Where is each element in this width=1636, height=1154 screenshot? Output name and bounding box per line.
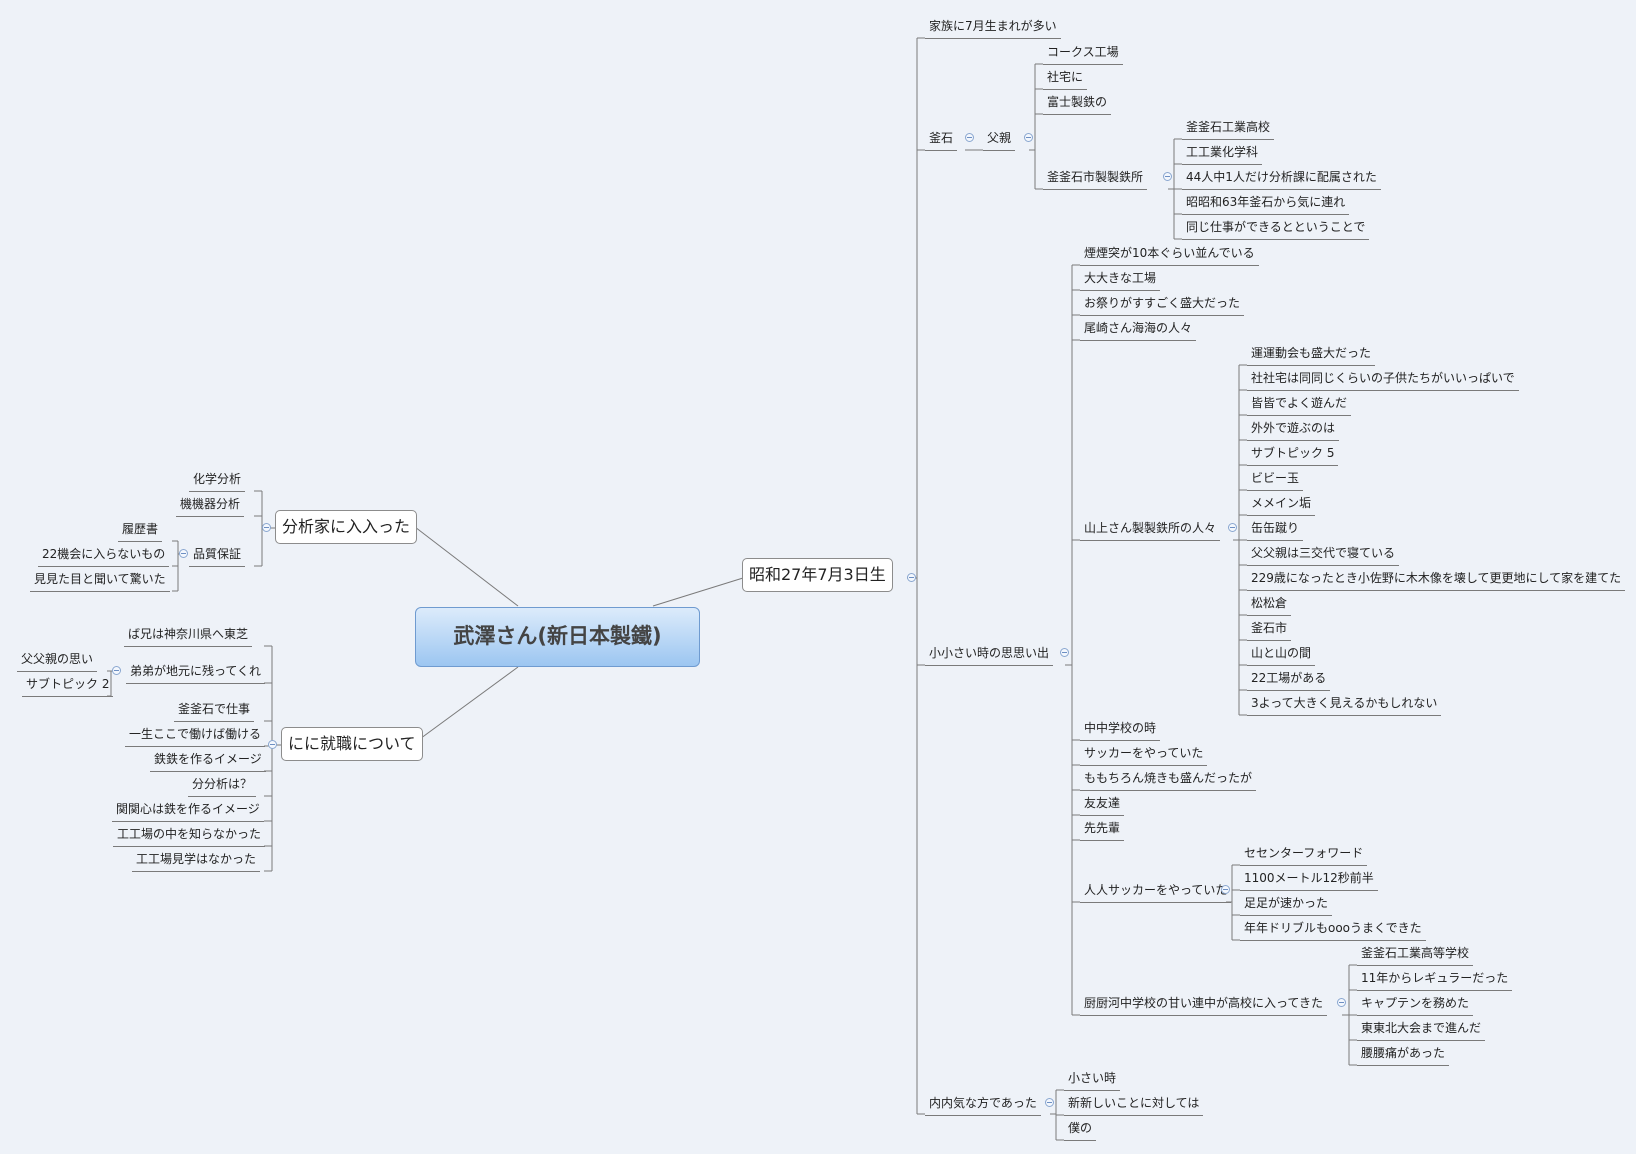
- topic-coke-plant[interactable]: コークス工場: [1043, 42, 1123, 65]
- topic-kuriya-4[interactable]: 腰腰痛があった: [1357, 1043, 1450, 1066]
- collapse-toggle-qa[interactable]: [179, 549, 188, 558]
- branch-joined-analysis[interactable]: 分析家に入入った: [275, 510, 418, 544]
- topic-employment-2[interactable]: 鉄鉄を作るイメージ: [150, 749, 266, 772]
- topic-company-housing[interactable]: 社宅に: [1043, 67, 1088, 90]
- topic-chance[interactable]: 22機会に入らないもの: [38, 544, 170, 567]
- topic-childhood-mid-4[interactable]: 先先輩: [1080, 818, 1125, 841]
- branch-birth-date[interactable]: 昭和27年7月3日生: [742, 558, 893, 592]
- topic-childhood-3[interactable]: 尾崎さん海海の人々: [1080, 318, 1197, 341]
- topic-yamagami[interactable]: 山上さん製製鉄所の人々: [1080, 518, 1221, 541]
- topic-soccer-3[interactable]: 年年ドリブルもoooうまくできた: [1240, 918, 1426, 941]
- topic-childhood-2[interactable]: お祭りがすすごく盛大だった: [1080, 293, 1245, 316]
- connector-central-analyst: [414, 526, 519, 607]
- topic-childhood-memories[interactable]: 小小さい時の思思い出: [925, 643, 1054, 666]
- collapse-toggle-introvert[interactable]: [1045, 1098, 1054, 1107]
- topic-quality-assurance[interactable]: 品質保証: [189, 544, 246, 567]
- topic-yamagami-5[interactable]: ビビー玉: [1247, 468, 1304, 491]
- topic-instrument-analysis[interactable]: 機機器分析: [176, 494, 245, 517]
- topic-childhood-mid-1[interactable]: サッカーをやっていた: [1080, 743, 1208, 766]
- topic-soccer[interactable]: 人人サッカーをやっていた: [1080, 880, 1232, 903]
- branch-employment[interactable]: にに就職について: [281, 727, 423, 761]
- topic-yamagami-12[interactable]: 山と山の間: [1247, 643, 1316, 666]
- topic-yamagami-13[interactable]: 22工場がある: [1247, 668, 1331, 691]
- collapse-toggle-childhood[interactable]: [1060, 648, 1069, 657]
- topic-works-1[interactable]: 工工業化学科: [1182, 142, 1263, 165]
- connector-central-employment: [412, 666, 519, 745]
- topic-kamaishi-works[interactable]: 釜釜石市製製鉄所: [1043, 167, 1148, 190]
- topic-childhood-mid-0[interactable]: 中中学校の時: [1080, 718, 1161, 741]
- topic-yamagami-3[interactable]: 外外で遊ぶのは: [1247, 418, 1340, 441]
- topic-kuriya-3[interactable]: 東東北大会まで進んだ: [1357, 1018, 1486, 1041]
- topic-works-2[interactable]: 44人中1人だけ分析課に配属された: [1182, 167, 1381, 190]
- topic-introvert-0[interactable]: 小さい時: [1064, 1068, 1121, 1091]
- topic-kamaishi[interactable]: 釜石: [925, 128, 958, 151]
- collapse-toggle-younger-brother[interactable]: [112, 666, 121, 675]
- topic-yamagami-2[interactable]: 皆皆でよく遊んだ: [1247, 393, 1352, 416]
- collapse-toggle-works[interactable]: [1163, 172, 1172, 181]
- topic-father[interactable]: 父親: [983, 128, 1016, 151]
- topic-employment-3[interactable]: 分分析は？: [188, 774, 257, 797]
- topic-childhood-mid-2[interactable]: ももちろん焼きも盛んだったが: [1080, 768, 1257, 791]
- topic-surprised[interactable]: 見見た目と聞いて驚いた: [30, 569, 170, 592]
- topic-soccer-0[interactable]: セセンターフォワード: [1240, 843, 1368, 866]
- topic-younger-brother[interactable]: 弟弟が地元に残ってくれ: [126, 661, 266, 684]
- topic-yamagami-11[interactable]: 釜石市: [1247, 618, 1292, 641]
- collapse-toggle-employment[interactable]: [268, 740, 277, 749]
- topic-yamagami-4[interactable]: サブトピック 5: [1247, 443, 1339, 466]
- topic-childhood-1[interactable]: 大大きな工場: [1080, 268, 1161, 291]
- topic-yamagami-14[interactable]: 3よって大きく見えるかもしれない: [1247, 693, 1442, 716]
- topic-employment-0[interactable]: 釜釜石で仕事: [174, 699, 255, 722]
- collapse-toggle-soccer[interactable]: [1221, 885, 1230, 894]
- topic-kuriya[interactable]: 厨厨河中学校の甘い連中が高校に入ってきた: [1080, 993, 1328, 1016]
- topic-yamagami-1[interactable]: 社社宅は同同じくらいの子供たちがいいっぱいで: [1247, 368, 1519, 391]
- central-topic[interactable]: 武澤さん(新日本製鐵): [415, 607, 700, 667]
- topic-soccer-2[interactable]: 足足が速かった: [1240, 893, 1333, 916]
- topic-employment-4[interactable]: 関関心は鉄を作るイメージ: [112, 799, 264, 822]
- topic-employment-5[interactable]: 工工場の中を知らなかった: [113, 824, 266, 847]
- collapse-toggle-father[interactable]: [1024, 133, 1033, 142]
- topic-kuriya-2[interactable]: キャプテンを務めた: [1357, 993, 1474, 1016]
- topic-works-0[interactable]: 釜釜石工業高校: [1182, 117, 1275, 140]
- collapse-toggle-yamagami[interactable]: [1228, 523, 1237, 532]
- topic-chem-analysis[interactable]: 化学分析: [189, 469, 246, 492]
- collapse-toggle-kamaishi[interactable]: [965, 133, 974, 142]
- topic-yamagami-10[interactable]: 松松倉: [1247, 593, 1292, 616]
- topic-resume[interactable]: 履歴書: [118, 519, 163, 542]
- topic-kuriya-0[interactable]: 釜釜石工業高等学校: [1357, 943, 1474, 966]
- connector-central-birth: [652, 577, 744, 607]
- topic-introvert-2[interactable]: 僕の: [1064, 1118, 1097, 1141]
- topic-childhood-mid-3[interactable]: 友友達: [1080, 793, 1125, 816]
- topic-family-july[interactable]: 家族に7月生まれが多い: [925, 16, 1061, 39]
- topic-yamagami-0[interactable]: 運運動会も盛大だった: [1247, 343, 1376, 366]
- collapse-toggle-analyst[interactable]: [262, 523, 271, 532]
- topic-kuriya-1[interactable]: 11年からレギュラーだった: [1357, 968, 1513, 991]
- topic-brother-toshiba[interactable]: ば兄は神奈川県へ東芝: [124, 624, 253, 647]
- topic-yamagami-8[interactable]: 父父親は三交代で寝ている: [1247, 543, 1400, 566]
- topic-employment-6[interactable]: 工工場見学はなかった: [132, 849, 261, 872]
- topic-employment-1[interactable]: 一生ここで働けば働ける: [125, 724, 266, 747]
- collapse-toggle-kuriya[interactable]: [1337, 998, 1346, 1007]
- collapse-toggle-birth[interactable]: [907, 573, 916, 582]
- topic-yamagami-7[interactable]: 缶缶蹴り: [1247, 518, 1304, 541]
- topic-introvert-1[interactable]: 新新しいことに対しては: [1064, 1093, 1204, 1116]
- topic-works-3[interactable]: 昭昭和63年釜石から気に連れ: [1182, 192, 1350, 215]
- topic-subtopic-2[interactable]: サブトピック 2: [22, 674, 114, 697]
- topic-soccer-1[interactable]: 1100メートル12秒前半: [1240, 868, 1378, 891]
- topic-childhood-0[interactable]: 煙煙突が10本ぐらい並んでいる: [1080, 243, 1259, 266]
- topic-father-thoughts[interactable]: 父父親の思い: [17, 649, 98, 672]
- topic-yamagami-6[interactable]: メメイン垢: [1247, 493, 1316, 516]
- topic-introvert[interactable]: 内内気な方であった: [925, 1093, 1041, 1116]
- topic-yamagami-9[interactable]: 229歳になったとき小佐野に木木像を壊して更更地にして家を建てた: [1247, 568, 1626, 591]
- topic-works-4[interactable]: 同じ仕事ができるとということで: [1182, 217, 1370, 240]
- topic-fuji-steel[interactable]: 富士製鉄の: [1043, 92, 1112, 115]
